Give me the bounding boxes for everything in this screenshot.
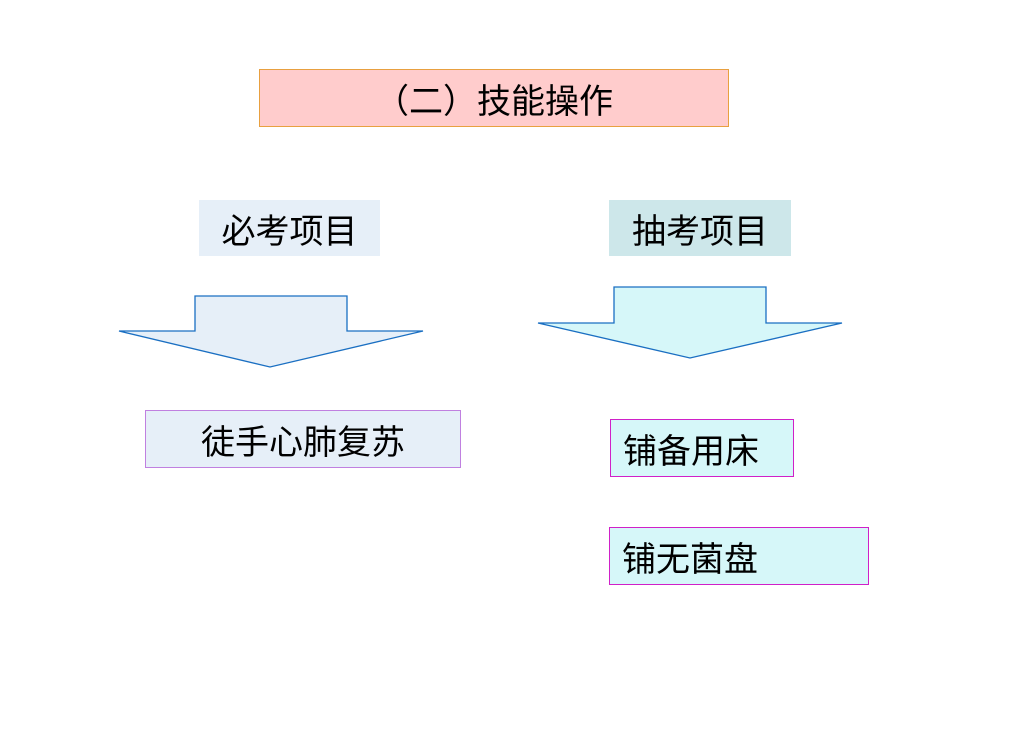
required-item-text: 徒手心肺复苏	[201, 422, 405, 463]
elective-items-header-text: 抽考项目	[632, 211, 768, 252]
required-items-header-text: 必考项目	[221, 211, 358, 252]
required-items-header: 必考项目	[199, 200, 380, 256]
slide-title: （二）技能操作	[259, 69, 729, 127]
elective-arrow-shape	[537, 286, 843, 359]
slide-title-text: （二）技能操作	[375, 81, 613, 122]
elective-item: 铺备用床	[610, 419, 794, 477]
required-arrow-shape	[118, 295, 424, 368]
elective-item-text: 铺无菌盘	[622, 539, 758, 580]
required-item: 徒手心肺复苏	[145, 410, 461, 468]
elective-item-text: 铺备用床	[623, 431, 759, 472]
elective-items-header: 抽考项目	[609, 200, 791, 256]
elective-item: 铺无菌盘	[609, 527, 869, 585]
